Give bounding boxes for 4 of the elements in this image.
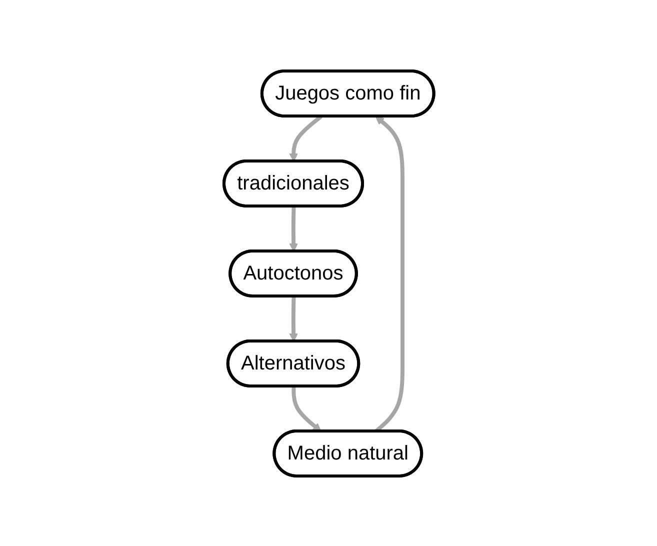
arrow (291, 386, 322, 432)
arrow (288, 206, 298, 252)
arrow (374, 116, 404, 432)
arrow (288, 296, 298, 342)
